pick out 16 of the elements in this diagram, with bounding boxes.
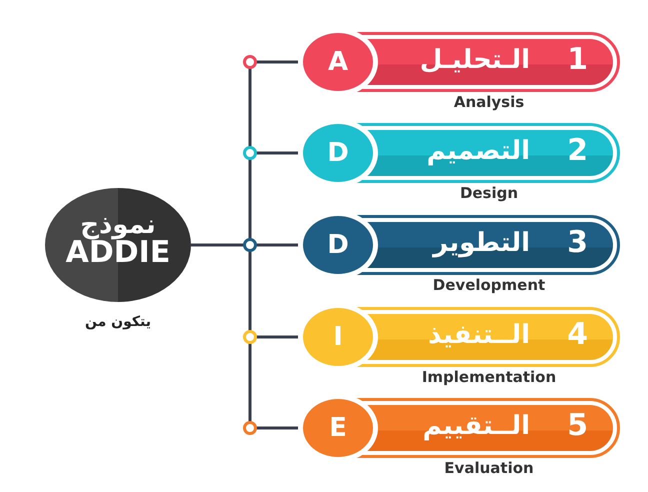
step-number: 5 bbox=[567, 407, 588, 445]
step-number: 1 bbox=[567, 41, 588, 79]
step-name: التطوير bbox=[431, 227, 530, 260]
step-number: 2 bbox=[567, 132, 588, 170]
step-label: Evaluation bbox=[444, 459, 534, 477]
caption-text: يتكون من bbox=[85, 314, 151, 330]
step-number: 4 bbox=[567, 316, 588, 354]
step-name: الــتقييم bbox=[422, 410, 530, 443]
step-number: 3 bbox=[567, 224, 588, 262]
step-label: Implementation bbox=[422, 368, 556, 386]
step-label: Development bbox=[432, 276, 546, 294]
step-label: Design bbox=[460, 184, 518, 202]
step-name: التصميم bbox=[426, 135, 530, 168]
step-name: الـتحليـل bbox=[418, 44, 530, 77]
step-name: الــتنفيذ bbox=[426, 319, 530, 352]
step-label: Analysis bbox=[454, 93, 524, 111]
